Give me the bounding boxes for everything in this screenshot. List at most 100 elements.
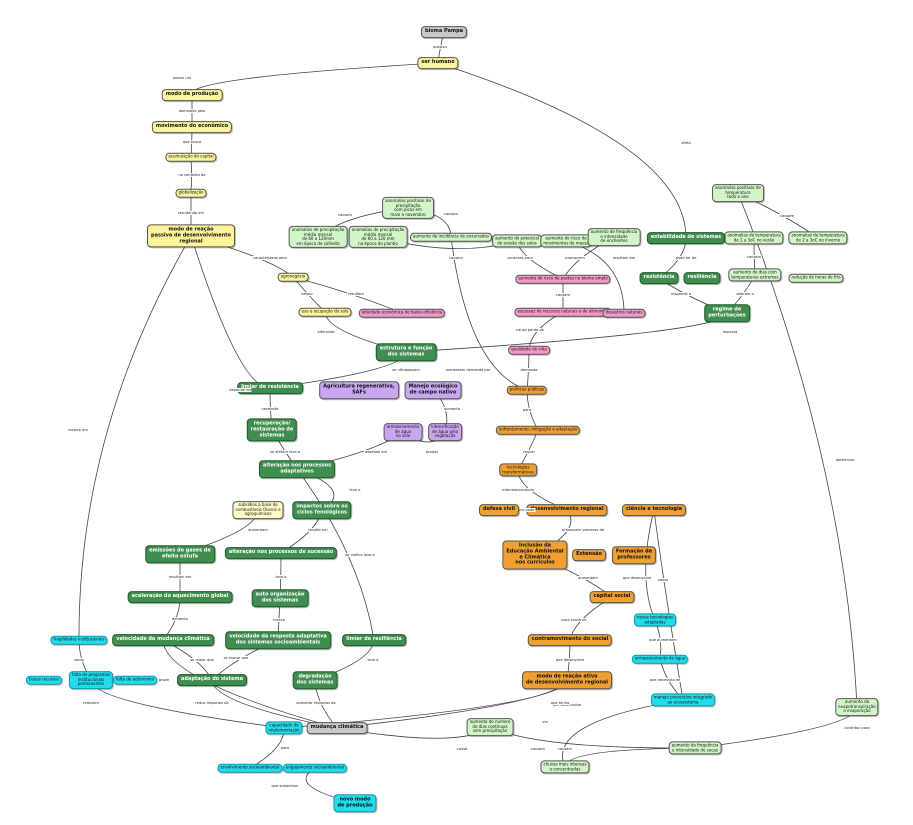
concept-node-intensificacao: intensificação de água pela vegetação (428, 423, 462, 441)
concept-node-armazenamento-agua: armazenamento de água no solo (383, 423, 423, 441)
concept-node-modo-reacao-ativa: modo de reação ativa de desenvolvimento … (522, 671, 612, 689)
concept-node-manejo: Manejo ecológico de campo nativo (404, 381, 462, 399)
link-label: contribui para (843, 726, 871, 730)
link-label: pode (524, 508, 536, 512)
link-label: cresce (272, 618, 286, 622)
concept-node-chuvas-intensas: chuvas mais intensas e concentradas (540, 760, 590, 774)
connector-aum-enxurrada-to-politicas (450, 236, 528, 391)
concept-node-emissoes: emissões de gases de efeito estufa (145, 545, 215, 563)
connector-ciencia-to-manejo-integrado (653, 509, 685, 701)
concept-node-ser-humano: ser humano (417, 57, 459, 69)
link-label: se ultrapassam (391, 368, 421, 372)
concept-node-modo-reacao-passiva: modo de reação passiva de desenvolviment… (147, 224, 235, 248)
concept-node-busca: busca recursos (25, 675, 63, 685)
concept-node-engajamento: engajamento socioambiental (282, 763, 348, 773)
concept-node-anom-precip-120: anomalias de precipitação média mensal d… (288, 225, 348, 249)
concept-node-aum-erosao: aumento do potencial de erosão dos solos (492, 234, 542, 248)
concept-node-aum-risco-mov: aumento do risco de movimentos de massa (540, 234, 592, 248)
link-label: prove (157, 678, 171, 682)
link-label: aumenta impactos da (295, 701, 337, 705)
concept-node-aum-risco-pragas: aumento do risco de pestes no bioma ampl… (515, 274, 611, 284)
link-label: conectas para (506, 256, 534, 260)
concept-node-auto-org: auto organização dos sistemas (251, 589, 309, 607)
link-label: para construir (560, 618, 588, 622)
link-label: causam (745, 255, 763, 259)
connector-modo-reacao-passiva-to-fragilidades (77, 235, 192, 641)
link-label: causa perda de (515, 328, 545, 332)
link-label: depende da (228, 388, 252, 392)
link-label: dominado pelo (177, 109, 207, 113)
concept-node-capital-social: capital social (589, 591, 635, 603)
link-label: nosso (656, 578, 670, 582)
connector-aum-numero-dias-to-aum-freq-chuvas (489, 726, 696, 750)
link-label: alterando (316, 330, 336, 334)
concept-node-desenv-regional: desenvolvimento regional (526, 504, 608, 516)
concept-node-regime-perturb: regime de perturbações (704, 304, 750, 322)
link-label: se afetam leva a (268, 450, 302, 454)
concept-node-limiar-resiliencia: limiar de resiliência (342, 634, 406, 646)
concept-node-estrutura-funcao: estrutura e função dos sistemas (375, 343, 437, 361)
concept-node-qualidade-vida: qualidade de vida (508, 345, 550, 355)
link-label: reduz impactos da (194, 701, 230, 705)
link-label: leva a (348, 488, 362, 492)
link-label: recorre em (67, 428, 89, 432)
connector-manejo-integrado-to-chuvas-intensas (562, 699, 684, 768)
link-label: promovem (564, 256, 586, 260)
link-label: produz (424, 450, 440, 454)
concept-node-acumulacao: acumulação do capital (165, 152, 217, 162)
link-label: que desenvolve (554, 658, 586, 662)
concept-node-escassez: escassez de recursos naturais e de alime… (514, 307, 612, 317)
concept-node-aum-freq-enchentes: aumento de frequência e intensidade de e… (587, 228, 641, 246)
link-label: leva a (274, 575, 288, 579)
concept-node-anom-temp-2-3: anomalias de temperatura de 2 a 3oC no i… (788, 231, 848, 245)
link-label: aumentam demanda por (444, 368, 492, 372)
link-label: resultam em (167, 575, 193, 579)
link-label: responde a (669, 292, 693, 296)
link-label: causam (778, 214, 796, 218)
concept-node-aum-evapo: aumento da evapotranspiração e evaporaçã… (835, 698, 879, 716)
link-label: para (521, 408, 533, 412)
concept-node-agri-regen: Agricultura regenerativa, SAFs (319, 381, 399, 399)
link-label: que sustentam (270, 784, 300, 788)
concept-node-estabilidade: estabilidade de sistemas (646, 232, 726, 244)
concept-node-bioma: bioma Pampa (420, 26, 468, 38)
concept-node-subsidios: subsídios a base de combustíveis fósseis… (232, 501, 284, 519)
concept-node-atividade-eco: atividade econômica de baixa eficiência (358, 308, 446, 318)
concept-node-formacao: Formação de professores (611, 546, 657, 564)
link-label: aumentam (577, 576, 599, 580)
concept-node-anom-temp-1-3: anomalias de temperatura de 1 a 3oC no v… (724, 231, 784, 245)
link-label: se menor que (222, 656, 250, 660)
link-label: causa (455, 747, 469, 751)
concept-node-contramovimento: contramovimento do social (527, 634, 613, 646)
link-label: causam (556, 747, 574, 751)
link-label: causam (336, 213, 354, 217)
concept-node-envolvimento: envolvimento socioambiental (217, 763, 283, 773)
concept-node-inclusao: Inclusão da Educação Ambiental e Climáti… (502, 540, 568, 570)
link-label: causam (442, 212, 460, 216)
concept-node-anom-temp-pos: anomalias positivas de temperatura todo … (712, 184, 764, 202)
link-label: impacta (721, 330, 739, 334)
concept-node-resistencia: resistência (639, 272, 679, 284)
concept-node-aum-numero-dias: aumento do número de dias contínuos sem … (466, 718, 514, 736)
concept-node-enfrentamento: enfrentamento, mitigação e adaptação (495, 425, 581, 435)
link-label: ocasiou (432, 45, 448, 49)
connector-ciencia-to-novas-tecnologias (645, 509, 656, 621)
link-label: resultam (347, 292, 365, 296)
link-label: aumenta (170, 617, 190, 621)
concept-node-velocidade: velocidade da mudança climática (112, 634, 214, 646)
concept-node-defesa-civil: defesa civil (479, 504, 519, 516)
concept-node-armaz-agua: armazenamento de água (631, 654, 689, 664)
link-label: se inefica leva a (344, 553, 376, 557)
concept-node-tecnologias: tecnologias transformativas (499, 463, 537, 477)
concept-node-agronegocio: agronegócio (277, 272, 309, 282)
link-label: no contexto da (177, 173, 207, 177)
link-label: que necessita de (648, 678, 682, 682)
concept-node-anom-precip-60: anomalias de precipitação média mensal d… (348, 225, 408, 249)
link-label: causam (554, 293, 572, 297)
concept-node-impactos-ciclos: impactos sobre os ciclos fenológicos (292, 501, 352, 519)
link-label: para (279, 746, 291, 750)
link-label: se maior que (189, 658, 215, 662)
link-label: reduzem (82, 701, 100, 705)
connector-ser-humano-to-estabilidade (437, 62, 688, 239)
